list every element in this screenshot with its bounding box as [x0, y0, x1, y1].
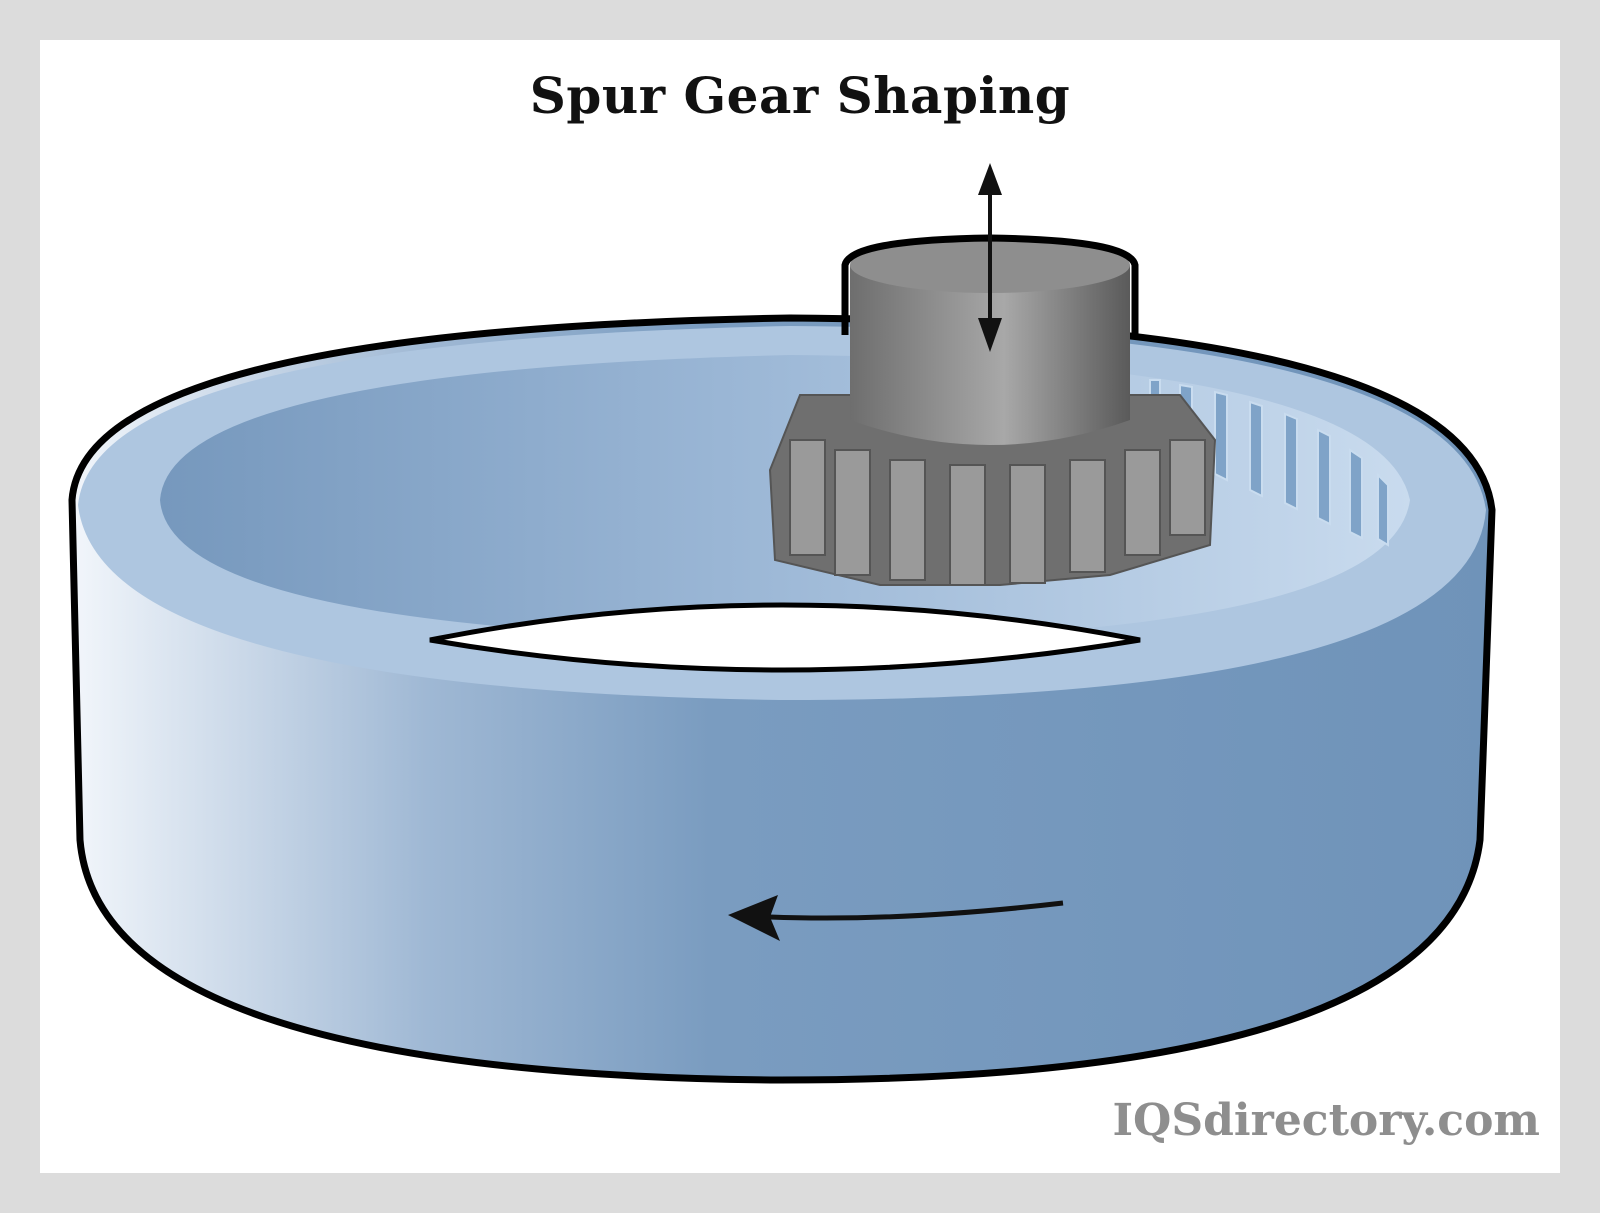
pinion-cutter [768, 234, 1217, 586]
watermark-logo: IQSdirectory.com [1112, 1095, 1540, 1146]
ring-gear-blank [68, 314, 1496, 1084]
diagram-title: Spur Gear Shaping [529, 66, 1071, 125]
rotation-arrow-icon [728, 895, 1064, 941]
vertical-reciprocating-arrow-icon [978, 163, 1002, 352]
